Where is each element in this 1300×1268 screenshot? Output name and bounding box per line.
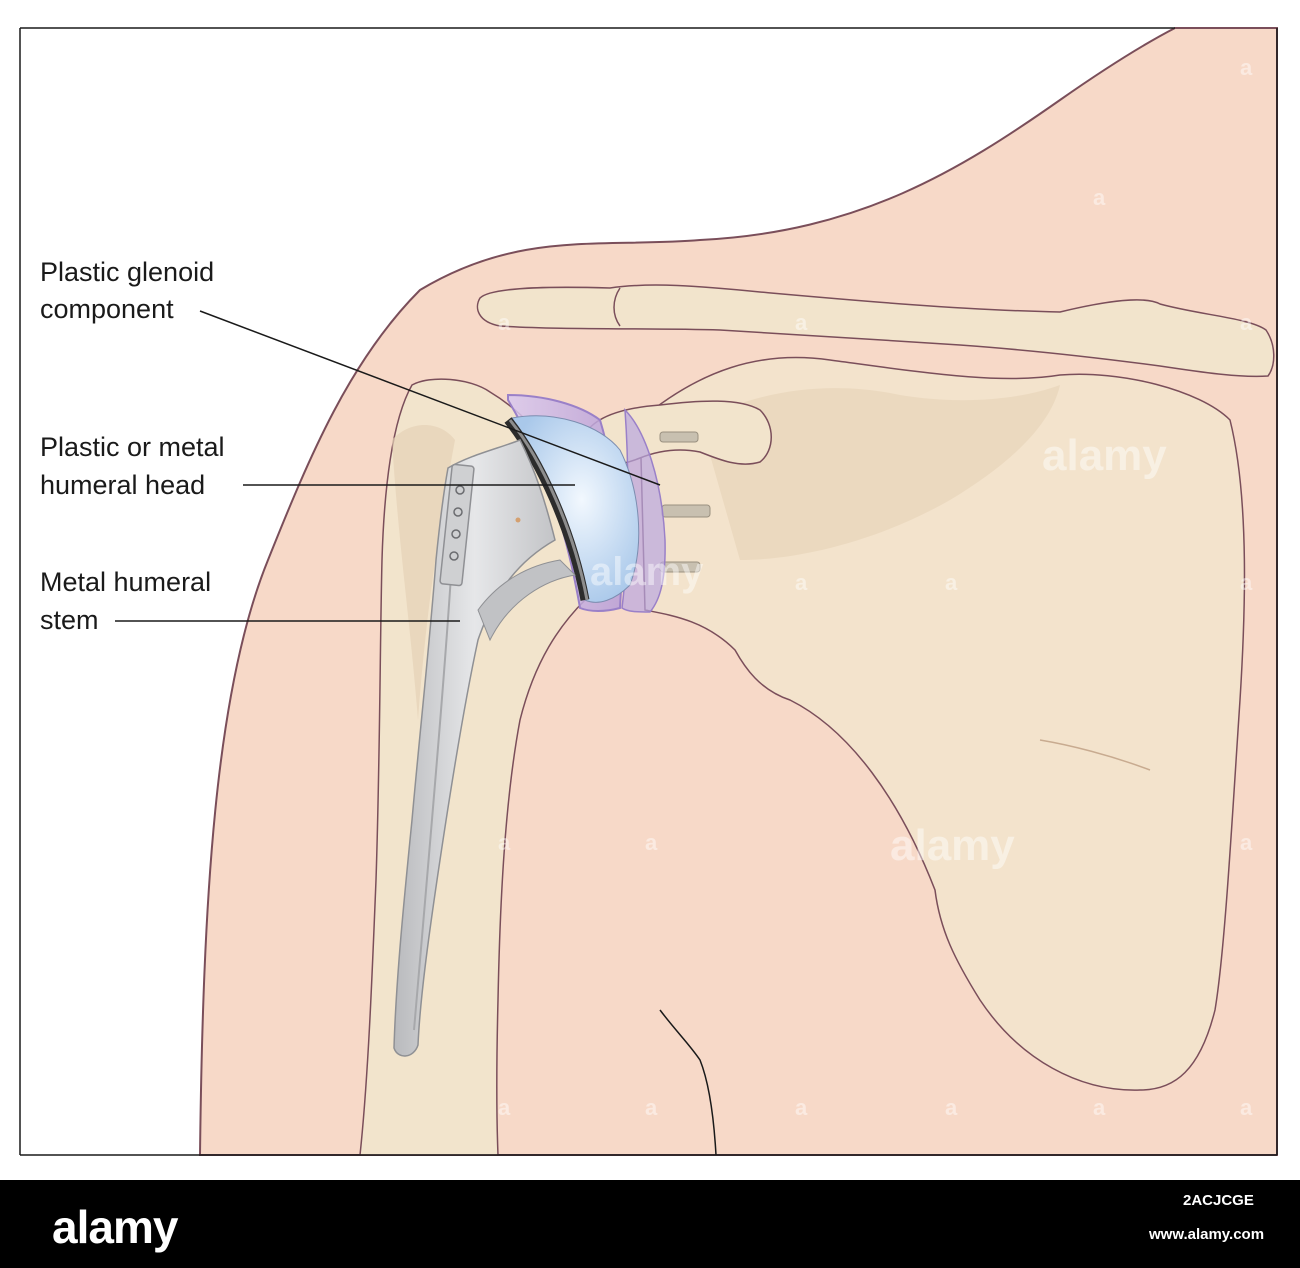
stem-holes bbox=[449, 485, 465, 561]
label-head-line1: Plastic or metal bbox=[40, 432, 225, 462]
watermark-letter: a bbox=[498, 1095, 511, 1120]
glenoid-screws bbox=[659, 431, 711, 573]
humerus-shading bbox=[392, 425, 455, 720]
watermark-letter: a bbox=[1240, 570, 1253, 595]
humeral-head-rim-highlight bbox=[508, 419, 589, 601]
svg-text:alamy: alamy bbox=[590, 550, 704, 594]
humeral-stem bbox=[393, 439, 556, 1057]
scapular-spine-line bbox=[1039, 739, 1151, 771]
clavicle bbox=[476, 284, 1275, 378]
svg-text:alamy: alamy bbox=[890, 821, 1015, 870]
footer-logo[interactable]: alamy bbox=[52, 1201, 178, 1253]
armpit-line bbox=[659, 1009, 717, 1156]
stem-marker bbox=[515, 517, 521, 523]
watermark-letter: a bbox=[1240, 1095, 1253, 1120]
label-stem-line1: Metal humeral bbox=[40, 567, 211, 597]
watermark-letter: a bbox=[795, 310, 808, 335]
watermark-letter: a bbox=[795, 570, 808, 595]
image-id: 2ACJCGE bbox=[1183, 1192, 1254, 1209]
stem-fin bbox=[477, 559, 577, 642]
watermark-letter: a bbox=[1093, 1095, 1106, 1120]
watermark-letter: a bbox=[498, 830, 511, 855]
footer-bar: alamy 2ACJCGE www.alamy.com bbox=[0, 1180, 1300, 1268]
watermark: alamy alamy alamy a a a a a a a a a a a … bbox=[498, 55, 1253, 1120]
watermark-letter: a bbox=[1093, 185, 1106, 210]
watermark-letter: a bbox=[1240, 310, 1253, 335]
acromion-joint-line bbox=[613, 287, 621, 327]
watermark-letter: a bbox=[1240, 830, 1253, 855]
svg-text:alamy: alamy bbox=[1042, 431, 1167, 480]
watermark-letter: a bbox=[645, 830, 658, 855]
scapula-shading bbox=[700, 385, 1060, 560]
label-glenoid-line2: component bbox=[40, 294, 174, 324]
shoulder-replacement-diagram: Plastic glenoid component Plastic or met… bbox=[19, 27, 1278, 1156]
watermark-letter: a bbox=[645, 1095, 658, 1120]
leader-line-glenoid bbox=[199, 310, 661, 486]
watermark-letter: a bbox=[945, 1095, 958, 1120]
humeral-head-rim bbox=[504, 417, 590, 601]
label-head-line2: humeral head bbox=[40, 470, 205, 500]
label-glenoid-line1: Plastic glenoid bbox=[40, 257, 214, 287]
watermark-letter: a bbox=[795, 1095, 808, 1120]
watermark-letter: a bbox=[498, 310, 511, 335]
watermark-letter: a bbox=[945, 570, 958, 595]
watermark-letter: a bbox=[1240, 55, 1253, 80]
footer-url[interactable]: www.alamy.com bbox=[1149, 1226, 1265, 1243]
label-stem-line2: stem bbox=[40, 605, 99, 635]
stem-fin-plate bbox=[439, 463, 475, 587]
